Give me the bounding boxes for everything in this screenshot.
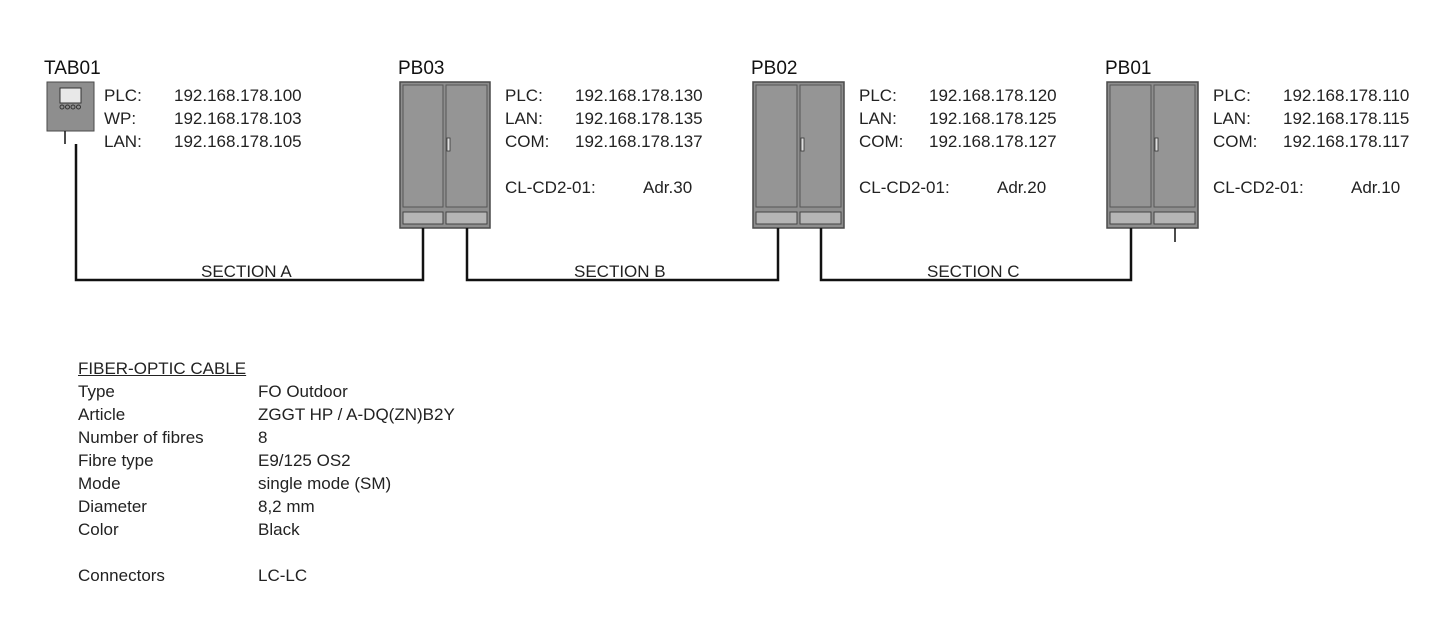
cable-spec-key: Mode bbox=[78, 474, 121, 493]
pb03-title: PB03 bbox=[398, 58, 445, 79]
cable-spec-value: Black bbox=[258, 520, 300, 539]
tab01-key: WP: bbox=[104, 109, 137, 128]
connectors-key: Connectors bbox=[78, 566, 165, 585]
section-a-label: SECTION A bbox=[201, 262, 292, 281]
cable-spec-key: Diameter bbox=[78, 497, 147, 516]
cable-spec-value: ZGGT HP / A-DQ(ZN)B2Y bbox=[258, 405, 455, 424]
pb03-cl-value: Adr.30 bbox=[643, 178, 693, 197]
pb03-key: COM: bbox=[505, 132, 550, 151]
cable-spec-key: Article bbox=[78, 405, 126, 424]
cable-spec-value: E9/125 OS2 bbox=[258, 451, 351, 470]
pb02-title: PB02 bbox=[751, 58, 798, 79]
pb01-key: PLC: bbox=[1213, 86, 1251, 105]
cable-spec-key: Color bbox=[78, 520, 119, 539]
section-b-label: SECTION B bbox=[574, 262, 666, 281]
cable-spec-value: FO Outdoor bbox=[258, 382, 348, 401]
pb02-value: 192.168.178.120 bbox=[929, 86, 1057, 105]
connectors-value: LC-LC bbox=[258, 566, 308, 585]
pb02-value: 192.168.178.127 bbox=[929, 132, 1057, 151]
tab01-value: 192.168.178.103 bbox=[174, 109, 302, 128]
tab01-key: LAN: bbox=[104, 132, 142, 151]
pb01-title: PB01 bbox=[1105, 58, 1152, 79]
tab01-value: 192.168.178.105 bbox=[174, 132, 302, 151]
pb02-cl-label: CL-CD2-01: bbox=[859, 178, 950, 197]
cable-spec-key: Number of fibres bbox=[78, 428, 204, 447]
section-b-cable bbox=[465, 228, 780, 282]
tab01-value: 192.168.178.100 bbox=[174, 86, 302, 105]
pb02-key: PLC: bbox=[859, 86, 897, 105]
cable-spec-value: 8,2 mm bbox=[258, 497, 315, 516]
pb01-cl-value: Adr.10 bbox=[1351, 178, 1401, 197]
pb02-key: COM: bbox=[859, 132, 904, 151]
tab01-key: PLC: bbox=[104, 86, 142, 105]
pb01-key: COM: bbox=[1213, 132, 1258, 151]
pb02-cabinet-icon bbox=[752, 81, 845, 229]
cable-spec-key: Fibre type bbox=[78, 451, 154, 470]
cable-spec-value: 8 bbox=[258, 428, 268, 447]
pb01-key: LAN: bbox=[1213, 109, 1251, 128]
pb02-value: 192.168.178.125 bbox=[929, 109, 1057, 128]
pb03-key: LAN: bbox=[505, 109, 543, 128]
tab01-title: TAB01 bbox=[44, 58, 101, 79]
pb01-cabinet-icon bbox=[1106, 81, 1199, 242]
pb03-value: 192.168.178.135 bbox=[575, 109, 703, 128]
section-c-cable bbox=[819, 228, 1133, 282]
cable-spec-key: Type bbox=[78, 382, 115, 401]
pb01-value: 192.168.178.115 bbox=[1283, 109, 1410, 128]
pb03-value: 192.168.178.130 bbox=[575, 86, 703, 105]
pb02-key: LAN: bbox=[859, 109, 897, 128]
section-c-label: SECTION C bbox=[927, 262, 1020, 281]
cable-spec-value: single mode (SM) bbox=[258, 474, 392, 493]
pb03-cl-label: CL-CD2-01: bbox=[505, 178, 596, 197]
pb03-value: 192.168.178.137 bbox=[575, 132, 703, 151]
section-a-cable bbox=[74, 144, 425, 282]
cable-spec-title: FIBER-OPTIC CABLE bbox=[78, 359, 247, 378]
tab01-device-icon bbox=[46, 81, 95, 144]
pb01-value: 192.168.178.110 bbox=[1283, 86, 1410, 105]
pb01-cl-label: CL-CD2-01: bbox=[1213, 178, 1304, 197]
pb02-cl-value: Adr.20 bbox=[997, 178, 1047, 197]
pb01-value: 192.168.178.117 bbox=[1283, 132, 1410, 151]
pb03-cabinet-icon bbox=[399, 81, 491, 229]
pb03-key: PLC: bbox=[505, 86, 543, 105]
